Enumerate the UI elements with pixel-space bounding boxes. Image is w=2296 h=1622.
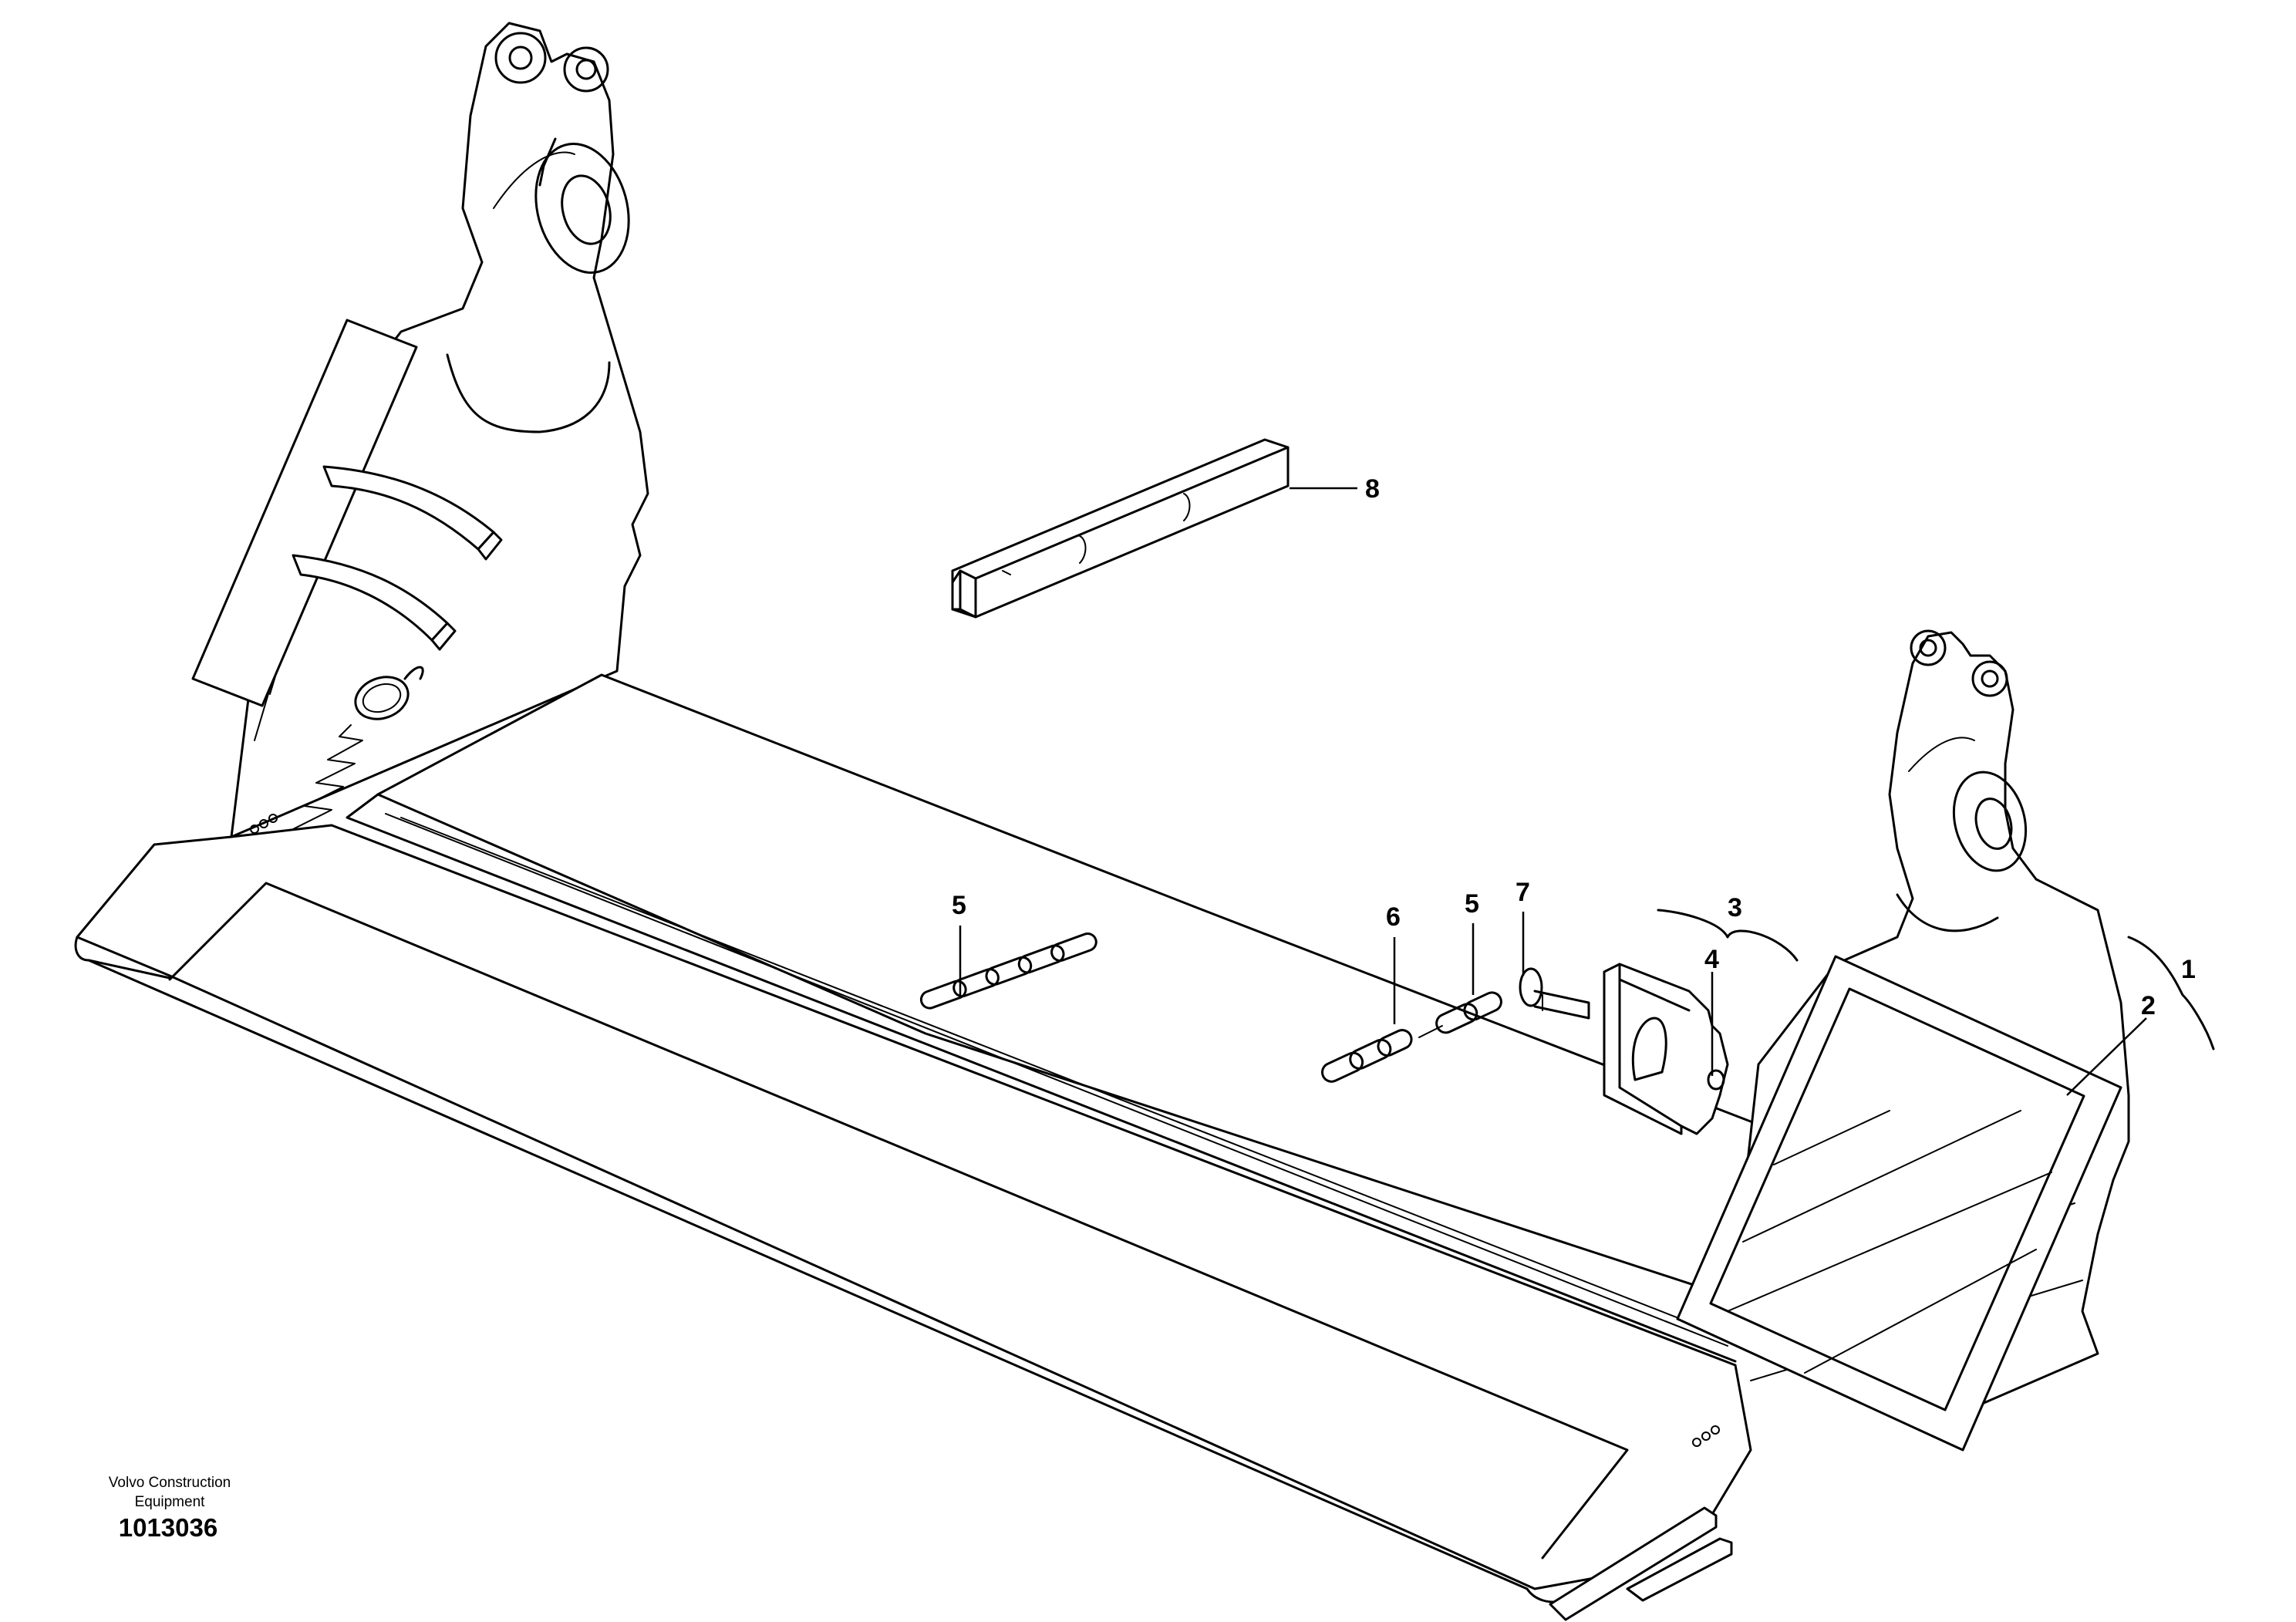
chain-right (1418, 991, 1502, 1038)
left-wear-panel (191, 319, 418, 707)
callout-4: 4 (1704, 945, 1719, 974)
channel-bar-part (951, 438, 1290, 619)
callout-1: 1 (2181, 955, 2196, 984)
chain-left (919, 932, 1097, 1010)
bracket-item-3-4 (1603, 963, 1729, 1135)
company-name-line1: Volvo Construction (108, 1475, 231, 1491)
brace-item-3 (1657, 909, 1799, 962)
callout-5-left: 5 (952, 891, 966, 920)
left-straps (292, 465, 503, 651)
drawing-number: 1013036 (118, 1513, 218, 1542)
leader-lines (959, 487, 2147, 1096)
callouts: 1 2 3 4 5 5 6 7 8 (952, 474, 2196, 1020)
callout-6: 6 (1386, 902, 1401, 932)
callout-5-right: 5 (1465, 889, 1479, 919)
company-name-line2: Equipment (134, 1494, 205, 1510)
right-wear-panel (1676, 955, 2122, 1452)
callout-8: 8 (1365, 474, 1380, 504)
callout-3: 3 (1728, 893, 1742, 922)
pin-item-7 (1519, 967, 1590, 1020)
callout-7: 7 (1515, 878, 1530, 907)
brace-item-1 (2127, 936, 2215, 1050)
callout-2: 2 (2141, 991, 2156, 1020)
left-spring-assembly (292, 666, 424, 830)
bucket-body (74, 673, 1814, 1621)
chain-item-6 (1320, 1029, 1413, 1083)
